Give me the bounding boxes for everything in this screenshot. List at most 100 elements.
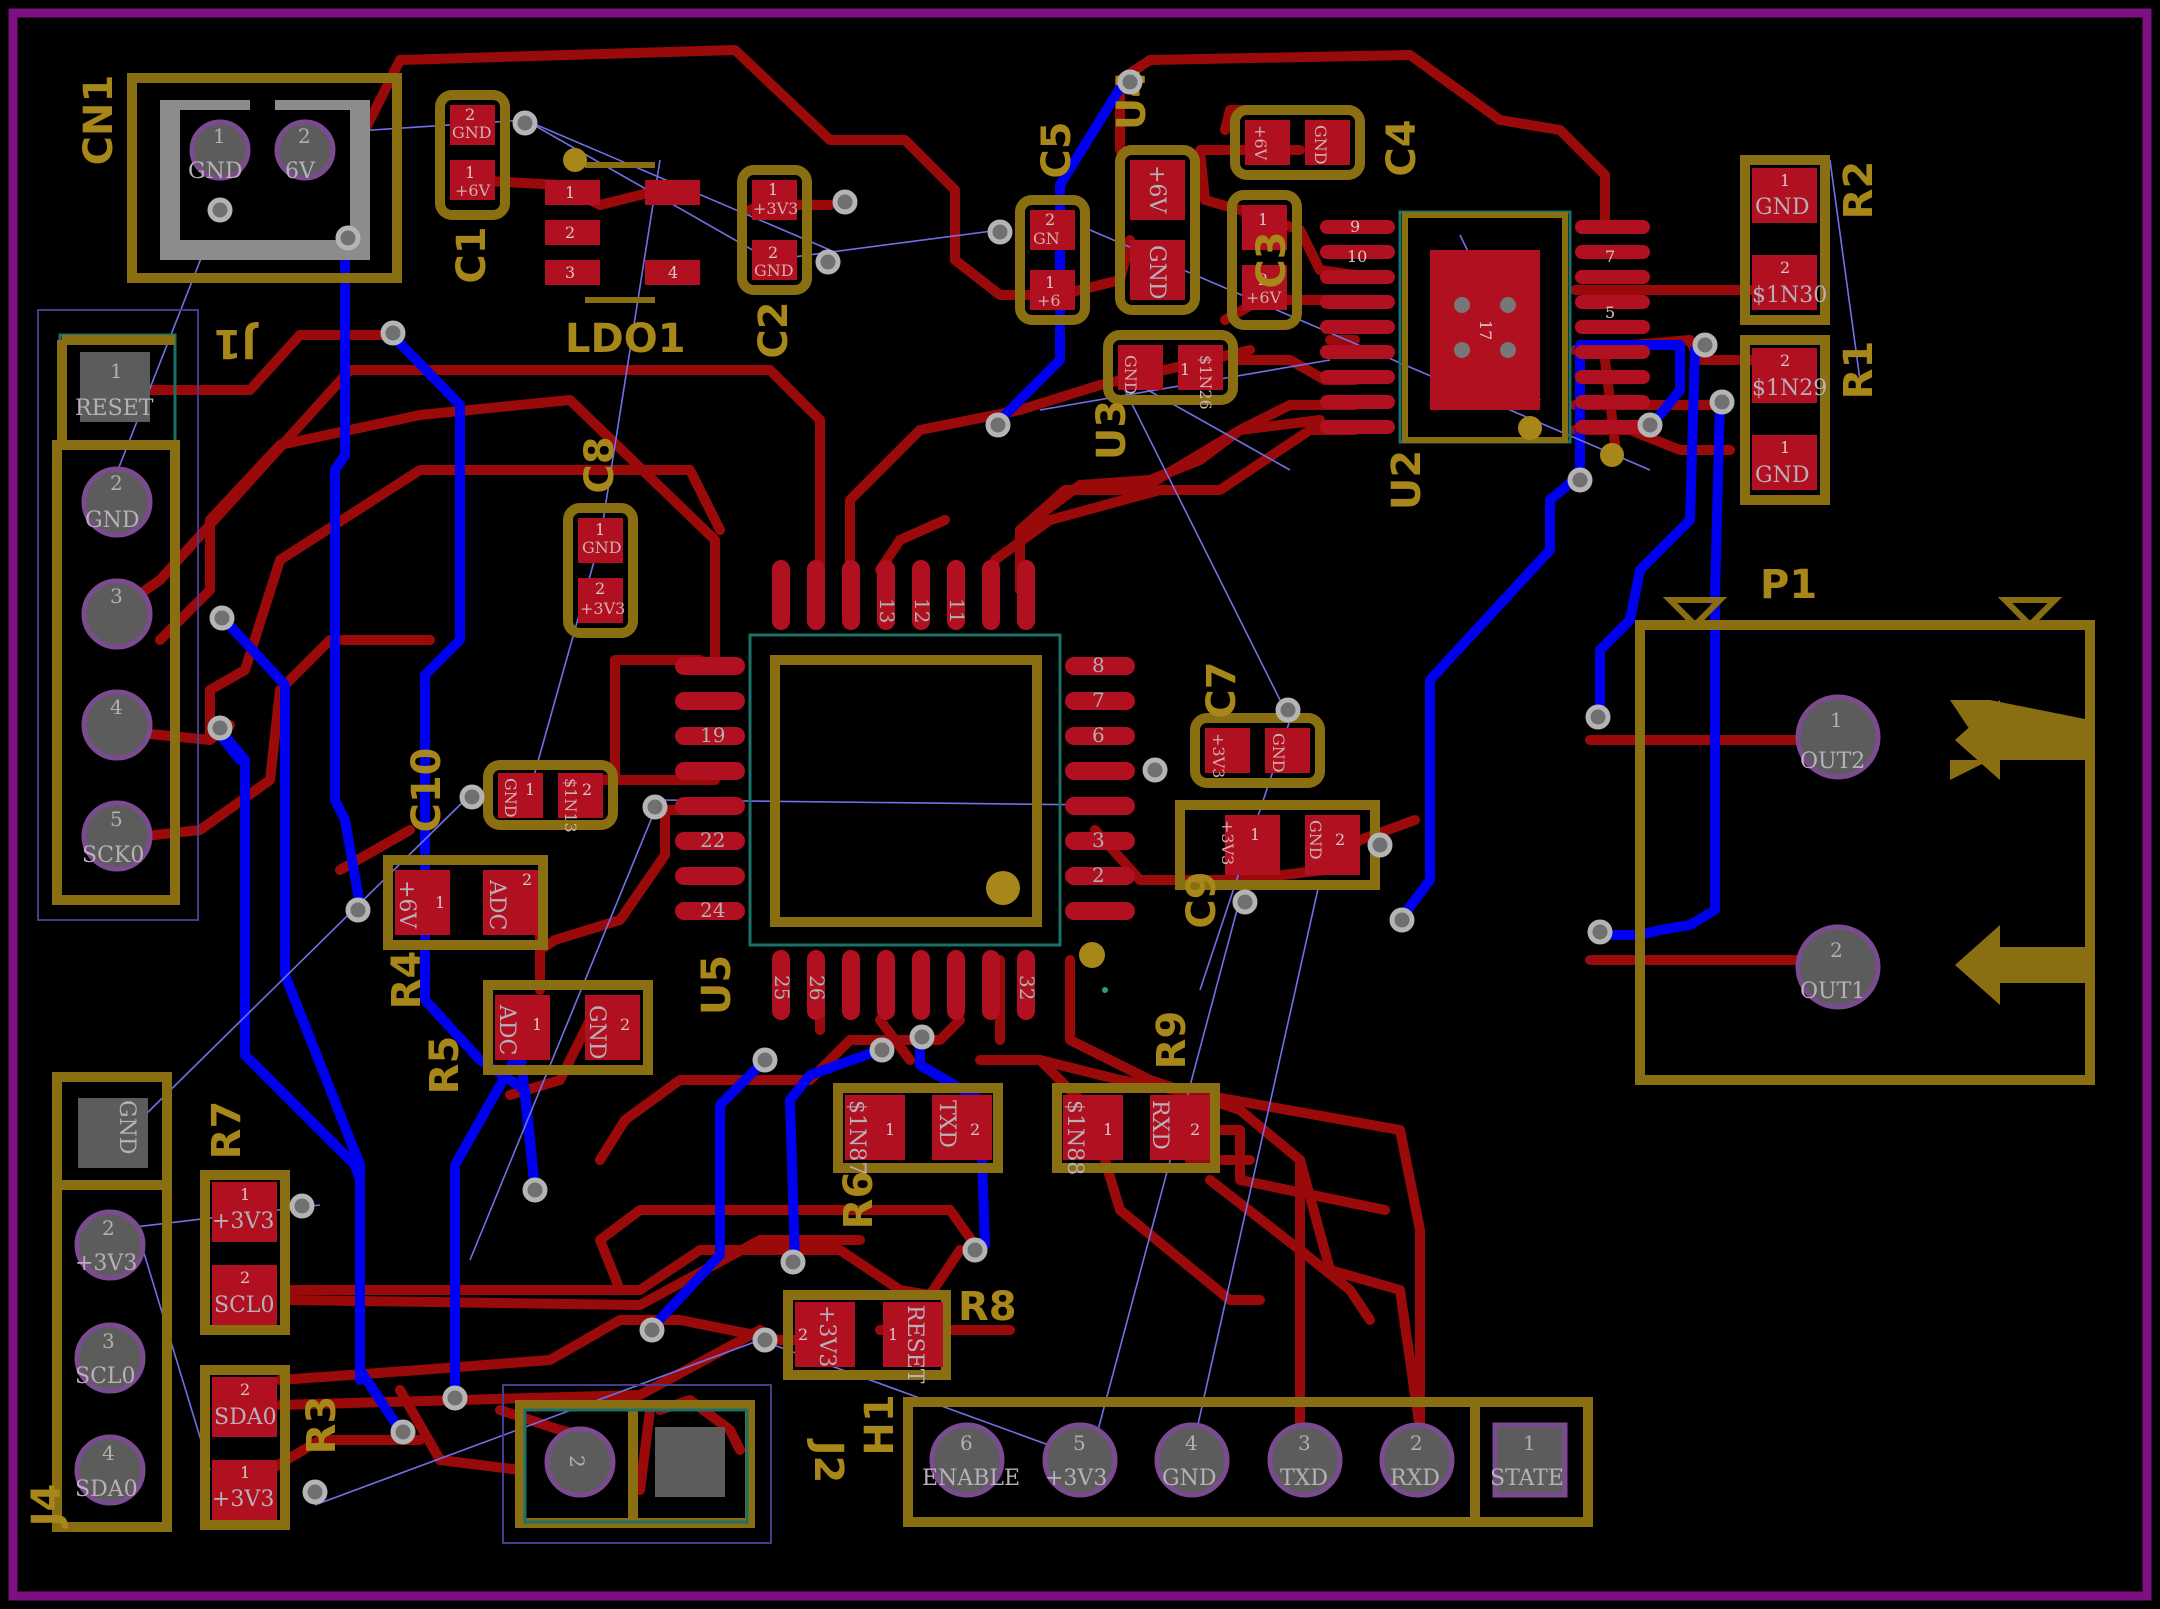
j1-pin5-net: SCK0 [82, 843, 144, 868]
p1-pin-1 [1795, 694, 1881, 780]
h1-pin5-net: +3V3 [1045, 1466, 1107, 1491]
c8-pad2-net: +3V3 [580, 599, 625, 618]
svg-text:3: 3 [110, 584, 123, 608]
p1-pin2-net: OUT1 [1800, 979, 1865, 1004]
h1-pin-5 [1042, 1422, 1118, 1498]
c2-ref: C2 [751, 301, 797, 358]
h1-pin-2 [1379, 1422, 1455, 1498]
r6-pad2-net: TXD [934, 1100, 959, 1148]
c5-pad1-net: +6 [1037, 291, 1061, 310]
svg-text:2: 2 [565, 223, 575, 242]
u5-pin-3: 3 [1092, 828, 1105, 852]
svg-text:2: 2 [595, 579, 605, 598]
c5-pad2-net: GN [1033, 229, 1060, 248]
r5-pad2-net: GND [584, 1005, 609, 1059]
c5-ref: C5 [1034, 121, 1080, 178]
svg-text:2: 2 [240, 1380, 250, 1399]
h1-header: 6 ENABLE 5 +3V3 4 GND 3 TXD 2 RXD 1 STAT… [857, 1394, 1593, 1527]
r2-ref: R2 [1836, 161, 1882, 220]
c1-pad1-net: +6V [455, 181, 491, 200]
r7-ref: R7 [204, 1101, 250, 1160]
u5-pin-7: 7 [1092, 688, 1105, 712]
c2-pad2-net: GND [754, 261, 794, 280]
h1-pin-4 [1154, 1422, 1230, 1498]
h1-pin-3 [1267, 1422, 1343, 1498]
r2-resistor: 1 GND 2 $1N30 R2 [1740, 155, 1882, 325]
c7-pad2-net: +3V3 [1209, 733, 1228, 778]
c5-capacitor: 2 GN 1 +6 C5 [1015, 121, 1090, 325]
c6-pad2-net: +6V [1144, 165, 1169, 214]
u3-pad2-net: GND [1121, 355, 1140, 395]
c8-ref: C8 [577, 436, 623, 493]
r8-ref: R8 [958, 1284, 1017, 1330]
c1-ref: C1 [449, 226, 495, 283]
svg-text:1: 1 [1180, 360, 1190, 379]
c7-capacitor: +3V3 GND C7 [1190, 661, 1325, 788]
c6-pad1-net: GND [1144, 245, 1169, 299]
r9-pad1-net: $1N88 [1062, 1100, 1087, 1175]
c10-pad1-net: GND [501, 778, 520, 818]
h1-pin4-net: GND [1162, 1466, 1216, 1491]
j2-pin-1 [655, 1427, 725, 1497]
svg-text:4: 4 [110, 695, 123, 719]
svg-text:1: 1 [435, 893, 445, 912]
j4-pin1-net: GND [114, 1100, 139, 1154]
h1-pin3-net: TXD [1280, 1466, 1328, 1491]
j1-pin-5 [81, 800, 153, 872]
r7-pad1-net: +3V3 [212, 1209, 274, 1234]
u3-component: 1 GND $1N26 U3 [1089, 330, 1238, 460]
svg-text:4: 4 [668, 263, 678, 282]
c3-capacitor: 1 2 +6V C3 [1227, 190, 1302, 330]
j4-ref: J4 [24, 1484, 70, 1530]
j1-pin-1 [80, 352, 150, 422]
svg-text:2: 2 [768, 243, 778, 262]
c1-pad2-net: GND [452, 123, 492, 142]
svg-text:1: 1 [1103, 1120, 1113, 1139]
svg-text:1: 1 [888, 1325, 898, 1344]
u5-pin-32: 32 [1015, 975, 1039, 1000]
r9-resistor: 1 $1N88 2 RXD R9 [1052, 1011, 1220, 1175]
svg-text:2: 2 [565, 1455, 589, 1468]
r4-pad2-net: ADC [484, 879, 509, 930]
u5-pin-13: 13 [875, 598, 899, 623]
j2-connector: 2 J2 [502, 1384, 851, 1544]
r8-resistor: 2 +3V3 1 RESET R8 [783, 1284, 1017, 1384]
r1-pad2-net: $1N29 [1752, 376, 1827, 401]
c10-capacitor: 1 GND 2 $1N13 C10 [404, 747, 618, 833]
svg-text:1: 1 [525, 780, 535, 799]
svg-text:2: 2 [970, 1120, 980, 1139]
j1-pin-2 [81, 466, 153, 538]
cn1-pin1-net: GND [188, 159, 242, 184]
svg-text:1: 1 [1250, 825, 1260, 844]
r5-pad1-net: ADC [494, 1004, 519, 1055]
cn1-pin2-net: 6V [285, 159, 316, 184]
svg-text:2: 2 [1190, 1120, 1200, 1139]
svg-text:1: 1 [465, 163, 475, 182]
svg-text:2: 2 [110, 471, 123, 495]
svg-text:2: 2 [1258, 270, 1268, 289]
j4-pin-3 [74, 1322, 146, 1394]
cn1-pin-2 [274, 119, 336, 181]
u5-pin-26: 26 [805, 975, 829, 1000]
c9-ref: C9 [1179, 871, 1225, 928]
u5-ref: U5 [694, 955, 740, 1015]
svg-text:17: 17 [1476, 320, 1495, 340]
svg-text:1: 1 [240, 1185, 250, 1204]
r8-pad2-net: +3V3 [814, 1305, 839, 1367]
r6-resistor: 1 $1N87 2 TXD R6 [833, 1083, 1003, 1229]
svg-text:4: 4 [102, 1441, 115, 1465]
c3-pad2-net: +6V [1246, 288, 1282, 307]
r1-ref: R1 [1836, 341, 1882, 400]
j1-pin-4 [81, 689, 153, 761]
r2-pad1-net: GND [1755, 195, 1809, 220]
r1-resistor: 2 $1N29 1 GND R1 [1740, 335, 1882, 505]
svg-text:1: 1 [1780, 438, 1790, 457]
c7-pad1-net: GND [1269, 733, 1288, 773]
svg-text:2: 2 [1045, 210, 1055, 229]
u5-pin-22: 22 [700, 828, 725, 852]
r5-ref: R5 [422, 1036, 468, 1095]
r1-pad1-net: GND [1755, 463, 1809, 488]
svg-text:1: 1 [1045, 273, 1055, 292]
j1-header: 1 RESET 2 GND 3 4 5 SCK0 J1 [37, 309, 259, 921]
u2-pin-10: 10 [1347, 247, 1367, 266]
